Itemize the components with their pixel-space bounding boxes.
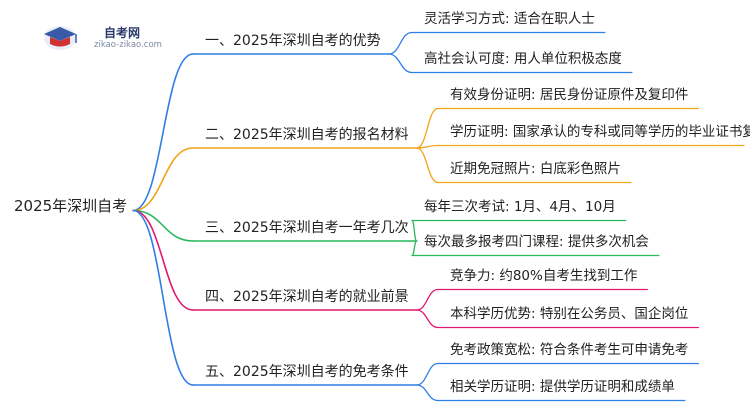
logo-title: 自考网 [104, 26, 141, 40]
connector-root-branch-2 [132, 147, 194, 212]
leaf-4-1[interactable]: 竞争力: 约80%自考生找到工作 [450, 268, 638, 284]
connector-root-branch-5 [132, 209, 194, 386]
root-node[interactable]: 2025年深圳自考 [14, 197, 128, 215]
leaf-5-1[interactable]: 免考政策宽松: 符合条件考生可申请免考 [450, 342, 689, 358]
leaf-1-1[interactable]: 灵活学习方式: 适合在职人士 [424, 11, 595, 27]
connector-branch-5-leaf-2 [415, 384, 439, 402]
graduation-cap-icon [44, 26, 77, 50]
leaf-3-1[interactable]: 每年三次考试: 1月、4月、10月 [424, 199, 616, 215]
logo-url: zikao-zikao.com [94, 40, 162, 50]
connector-branch-4-leaf-2 [415, 309, 439, 329]
connector-root-branch-4 [132, 209, 194, 311]
leaf-2-2[interactable]: 学历证明: 国家承认的专科或同等学历的毕业证书复印件 [450, 124, 750, 140]
leaf-1-2[interactable]: 高社会认可度: 用人单位积极态度 [424, 51, 622, 67]
connector-branch-4-leaf-1 [415, 288, 439, 311]
connector-branch-3-leaf-2 [411, 240, 418, 257]
leaf-5-2[interactable]: 相关学历证明: 提供学历证明和成绩单 [450, 379, 675, 395]
site-logo[interactable]: 自考网 zikao-zikao.com [30, 18, 162, 54]
connector-branch-1-leaf-2 [387, 53, 413, 74]
connector-branch-3-leaf-1 [411, 219, 418, 242]
leaf-4-2[interactable]: 本科学历优势: 特别在公务员、国企岗位 [450, 306, 689, 322]
leaf-2-3[interactable]: 近期免冠照片: 白底彩色照片 [450, 161, 621, 177]
connector-branch-1-leaf-1 [387, 31, 413, 55]
connector-branch-2-leaf-1 [415, 107, 439, 149]
connector-root-branch-1 [132, 53, 194, 212]
connector-branch-2-leaf-3 [415, 147, 439, 184]
branch-4[interactable]: 四、2025年深圳自考的就业前景 [205, 289, 409, 305]
branch-1[interactable]: 一、2025年深圳自考的优势 [205, 33, 381, 49]
branch-3[interactable]: 三、2025年深圳自考一年考几次 [205, 220, 409, 236]
branch-5[interactable]: 五、2025年深圳自考的免考条件 [205, 364, 409, 380]
leaf-3-2[interactable]: 每次最多报考四门课程: 提供多次机会 [424, 234, 649, 250]
branch-2[interactable]: 二、2025年深圳自考的报名材料 [205, 127, 409, 143]
leaf-2-1[interactable]: 有效身份证明: 居民身份证原件及复印件 [450, 87, 689, 103]
connector-root-branch-3 [132, 209, 194, 242]
connector-branch-5-leaf-1 [415, 362, 439, 386]
